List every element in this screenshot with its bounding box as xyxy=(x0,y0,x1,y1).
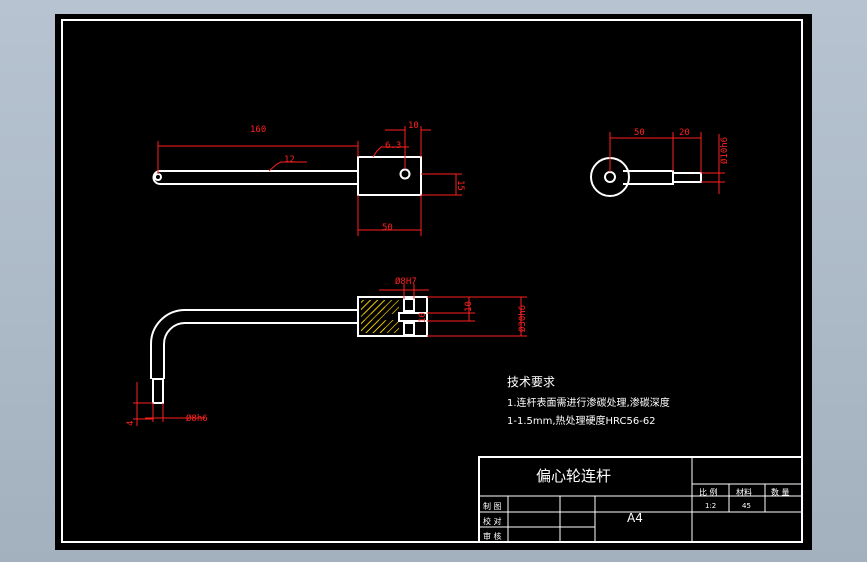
dim-10-top: 10 xyxy=(408,121,419,131)
tech-line-2: 1-1.5mm,热处理硬度HRC56-62 xyxy=(507,414,656,427)
section-head xyxy=(357,296,428,337)
roughness-rod: 12 xyxy=(284,155,295,165)
bent-rod-inner xyxy=(163,322,358,379)
tech-line-1: 1.连杆表面需进行渗碳处理,渗碳深度 xyxy=(507,396,670,409)
dim-160: 160 xyxy=(250,125,266,135)
head-block xyxy=(357,156,422,196)
side-view xyxy=(590,157,702,197)
section-bore-lower xyxy=(403,322,415,336)
section-view xyxy=(150,296,428,404)
side-dim-50: 50 xyxy=(634,128,645,138)
head-hole xyxy=(399,168,411,180)
part-name: 偏心轮连杆 xyxy=(536,467,611,485)
pin-end xyxy=(152,378,164,404)
dim-pin-8h6: Ø8h6 xyxy=(186,413,208,424)
section-slot xyxy=(398,312,427,322)
side-dim-dia10: Ø10h6 xyxy=(719,137,730,164)
section-hatch-left xyxy=(361,300,385,333)
front-view-dimensions xyxy=(157,126,462,236)
label-material: 材料 xyxy=(736,487,752,497)
scale-value: 1:2 xyxy=(705,502,716,510)
sheet-size: A4 xyxy=(627,511,643,525)
rod-end-hole xyxy=(154,173,162,181)
section-dimensions xyxy=(133,284,527,426)
front-view xyxy=(152,156,422,196)
side-view-dimensions xyxy=(609,132,725,194)
dim-pin-4: 4 xyxy=(126,421,136,426)
side-pin xyxy=(672,172,702,183)
side-rod xyxy=(623,170,674,185)
side-dim-20: 20 xyxy=(679,128,690,138)
label-quantity: 数 量 xyxy=(771,487,790,497)
dim-30h6: Ø30h6 xyxy=(517,305,528,332)
rod-outline xyxy=(152,170,359,185)
dim-slot-10b: 10 xyxy=(418,312,428,323)
dim-hole-8H7: Ø8H7 xyxy=(395,276,417,287)
dim-15: 15 xyxy=(455,180,465,191)
title-block xyxy=(478,456,803,543)
checked-label: 校 对 xyxy=(483,516,502,526)
bent-rod-outer xyxy=(150,309,358,379)
side-inner-circle xyxy=(604,171,616,183)
section-bore-upper xyxy=(403,298,415,312)
drawn-label: 制 图 xyxy=(483,501,502,511)
material-value: 45 xyxy=(742,502,751,510)
label-scale: 比 例 xyxy=(699,487,718,497)
approved-label: 审 核 xyxy=(483,531,502,541)
roughness-head: 6.3 xyxy=(385,141,401,151)
drawing-sheet: 160 10 50 15 6.3 12 50 20 Ø10h6 xyxy=(55,14,812,550)
tech-heading: 技术要求 xyxy=(507,375,555,389)
dim-slot-10: 10 xyxy=(464,301,474,312)
dim-50-bottom: 50 xyxy=(382,223,393,233)
inner-frame xyxy=(61,19,803,543)
cad-drawing: 160 10 50 15 6.3 12 50 20 Ø10h6 xyxy=(61,19,803,543)
